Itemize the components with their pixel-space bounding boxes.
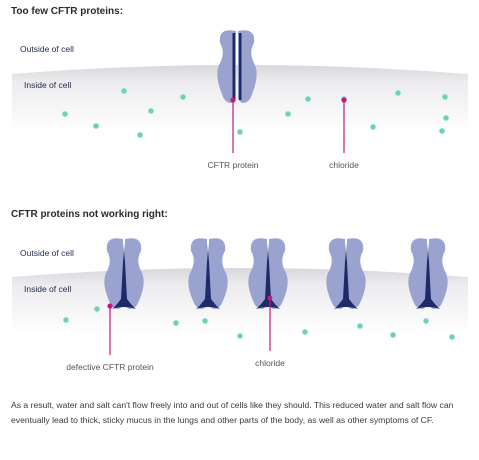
- inside-cell-label: Inside of cell: [24, 80, 71, 90]
- defective-cftr-protein-label: defective CFTR protein: [66, 362, 154, 372]
- outside-cell-label: Outside of cell: [20, 248, 74, 258]
- cftr-proteins: [104, 238, 448, 309]
- protein-left-half: [188, 238, 207, 309]
- protein-channel: [256, 243, 280, 309]
- protein-left-half: [408, 238, 427, 309]
- protein-channel: [334, 243, 358, 309]
- chloride-ion: [62, 316, 70, 324]
- chloride-label: chloride: [255, 358, 285, 368]
- cell-membrane: [12, 268, 468, 335]
- protein-right-half: [238, 30, 257, 104]
- chloride-ion: [201, 317, 209, 325]
- chloride-ion: [284, 110, 292, 118]
- chloride-ion: [236, 128, 244, 136]
- protein-right-half: [429, 238, 448, 309]
- protein-channel: [196, 243, 220, 309]
- chloride-ion: [304, 95, 312, 103]
- protein-left-half: [248, 238, 267, 309]
- defective-cftr-protein: [248, 238, 288, 309]
- chloride-ion: [356, 322, 364, 330]
- chloride-ion: [179, 93, 187, 101]
- pointer-chloride: [267, 295, 273, 351]
- cftr-proteins: [217, 30, 257, 104]
- chloride-ion: [120, 87, 128, 95]
- chloride-ion: [394, 89, 402, 97]
- chloride-ion: [448, 333, 456, 341]
- outside-cell-label: Outside of cell: [20, 44, 74, 54]
- chloride-ion: [369, 123, 377, 131]
- chloride-ion: [236, 332, 244, 340]
- panel-1-title: Too few CFTR proteins:: [11, 6, 124, 17]
- protein-right-half: [347, 238, 366, 309]
- chloride-ion: [301, 328, 309, 336]
- protein-channel: [416, 243, 440, 309]
- panel-2-title: CFTR proteins not working right:: [11, 209, 168, 220]
- protein-right-half: [269, 238, 288, 309]
- diagram-too-few-proteins: Outside of cell Inside of cell CFTR prot…: [12, 30, 468, 170]
- chloride-ion: [442, 114, 450, 122]
- defective-cftr-protein: [104, 238, 144, 309]
- defective-cftr-protein: [188, 238, 228, 309]
- diagram-proteins-not-working: Outside of cell Inside of cell defective…: [12, 238, 468, 372]
- cftr-protein-label: CFTR protein: [207, 160, 258, 170]
- chloride-ion: [147, 107, 155, 115]
- pointer-chloride: [341, 97, 347, 153]
- protein-channel: [232, 33, 236, 100]
- protein-channel: [112, 243, 136, 309]
- protein-left-half: [104, 238, 123, 309]
- chloride-ion: [93, 305, 101, 313]
- protein-left-half: [326, 238, 345, 309]
- protein-right-half: [125, 238, 144, 309]
- summary-text: As a result, water and salt can't flow f…: [11, 400, 454, 425]
- chloride-ion: [61, 110, 69, 118]
- inside-cell-label: Inside of cell: [24, 284, 71, 294]
- chloride-ion: [389, 331, 397, 339]
- defective-cftr-protein: [326, 238, 366, 309]
- chloride-ion: [136, 131, 144, 139]
- pointer-cftr-protein: [230, 97, 236, 153]
- protein-left-half: [217, 30, 236, 104]
- protein-right-half: [209, 238, 228, 309]
- pointer-defective-cftr-protein: [107, 303, 113, 355]
- chloride-ion: [92, 122, 100, 130]
- chloride-ion: [422, 317, 430, 325]
- chloride-label: chloride: [329, 160, 359, 170]
- protein-channel: [238, 33, 242, 100]
- chloride-ion: [438, 127, 446, 135]
- chloride-ion: [172, 319, 180, 327]
- cftr-protein: [217, 30, 257, 104]
- defective-cftr-protein: [408, 238, 448, 309]
- chloride-ion: [441, 93, 449, 101]
